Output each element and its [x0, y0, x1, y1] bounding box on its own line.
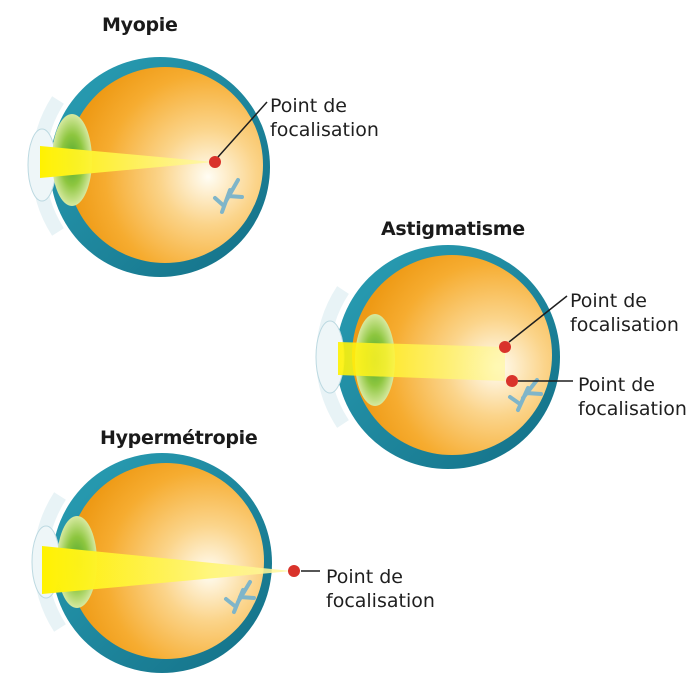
focal-label-line2: focalisation [578, 397, 687, 421]
focal-label-line2: focalisation [570, 313, 679, 337]
focal-label-line2: focalisation [270, 118, 379, 142]
hyperopia-title: Hypermétropie [100, 427, 257, 449]
myopia-focal-label: Point de focalisation [270, 94, 379, 142]
focal-label-line1: Point de [578, 373, 687, 397]
focal-label-line1: Point de [270, 94, 379, 118]
focal-point-dot [506, 375, 518, 387]
focal-label-line2: focalisation [326, 589, 435, 613]
focal-point-dot [499, 341, 511, 353]
focal-label-line1: Point de [570, 289, 679, 313]
astigmatism-focal-label-lower: Point de focalisation [578, 373, 687, 421]
focal-point-dot [288, 565, 300, 577]
focal-point-dot [209, 156, 221, 168]
focal-label-line1: Point de [326, 565, 435, 589]
myopia-eye [28, 57, 270, 277]
astigmatism-focal-label-upper: Point de focalisation [570, 289, 679, 337]
astigmatism-title: Astigmatisme [381, 218, 525, 240]
hyperopia-eye [32, 453, 292, 673]
astigmatism-eye [316, 245, 560, 469]
hyperopia-focal-label: Point de focalisation [326, 565, 435, 613]
myopia-title: Myopie [102, 14, 178, 36]
